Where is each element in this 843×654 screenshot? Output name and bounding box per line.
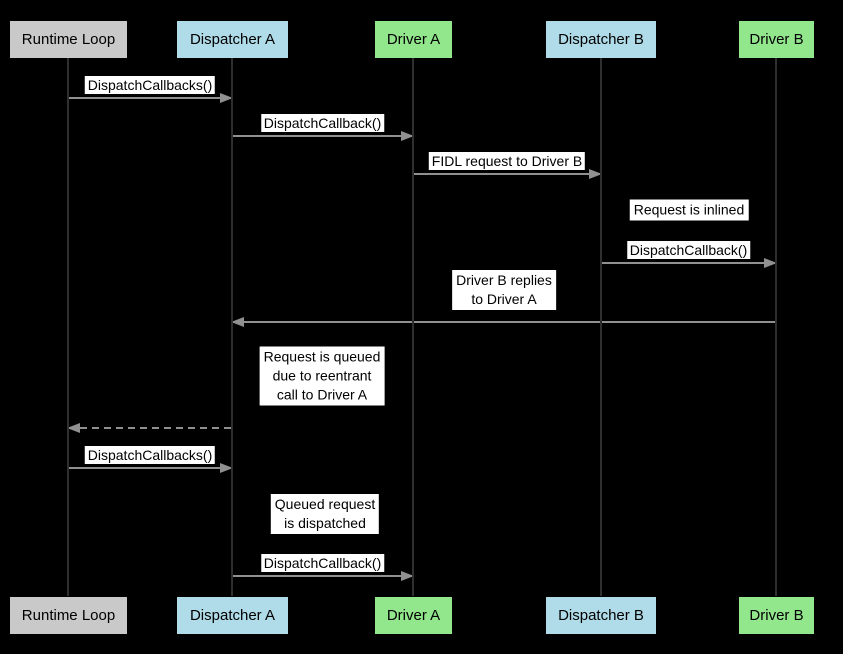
participant-dispatcher-b-top: Dispatcher B — [546, 21, 656, 58]
note-request-queued: Request is queued due to reentrant call … — [259, 346, 385, 406]
participant-runtime-loop-top: Runtime Loop — [10, 21, 127, 58]
note-line: to Driver A — [471, 291, 537, 307]
participant-dispatcher-b-bottom: Dispatcher B — [546, 597, 656, 634]
note-line: due to reentrant — [272, 367, 372, 384]
arrowhead-right-icon — [401, 131, 414, 141]
lifeline-runtime-loop — [67, 58, 69, 596]
lifeline-dispatcher-a — [231, 58, 233, 596]
participant-dispatcher-a-bottom: Dispatcher A — [177, 597, 288, 634]
note-driver-b-replies: Driver B replies to Driver A — [452, 270, 556, 310]
note-line: call to Driver A — [276, 386, 368, 403]
arrow-line — [68, 427, 232, 429]
note-queued-dispatched: Queued request is dispatched — [270, 494, 380, 534]
participant-driver-b-bottom: Driver B — [739, 597, 814, 634]
participant-dispatcher-a-top: Dispatcher A — [177, 21, 288, 58]
arrow-line — [232, 321, 776, 323]
participant-runtime-loop-bottom: Runtime Loop — [10, 597, 127, 634]
note-line: Queued request — [274, 496, 376, 512]
note-line: is dispatched — [284, 515, 366, 531]
arrow-line — [232, 135, 413, 137]
note-line: Driver B replies — [456, 272, 552, 288]
arrow-line — [232, 575, 413, 577]
participant-driver-a-top: Driver A — [375, 21, 452, 58]
message-label: DispatchCallbacks() — [84, 446, 216, 464]
message-label: FIDL request to Driver B — [428, 152, 586, 170]
participant-driver-a-bottom: Driver A — [375, 597, 452, 634]
arrowhead-left-icon — [67, 423, 80, 433]
arrow-line — [413, 173, 601, 175]
arrow-line — [68, 467, 232, 469]
arrowhead-right-icon — [589, 169, 602, 179]
arrowhead-right-icon — [220, 463, 233, 473]
arrow-line — [68, 97, 232, 99]
message-label: DispatchCallback() — [260, 554, 385, 572]
message-label: DispatchCallback() — [626, 241, 751, 259]
arrowhead-right-icon — [764, 258, 777, 268]
participant-driver-b-top: Driver B — [739, 21, 814, 58]
arrowhead-left-icon — [231, 317, 244, 327]
lifeline-dispatcher-b — [600, 58, 602, 596]
message-label: DispatchCallback() — [260, 114, 385, 132]
lifeline-driver-b — [775, 58, 777, 596]
note-line: Request is inlined — [633, 201, 745, 218]
message-label: DispatchCallbacks() — [84, 76, 216, 94]
arrowhead-right-icon — [401, 571, 414, 581]
note-line: Request is queued — [263, 348, 381, 365]
lifeline-driver-a — [412, 58, 414, 596]
arrow-line — [601, 262, 776, 264]
note-request-inlined: Request is inlined — [629, 199, 749, 221]
arrowhead-right-icon — [220, 93, 233, 103]
